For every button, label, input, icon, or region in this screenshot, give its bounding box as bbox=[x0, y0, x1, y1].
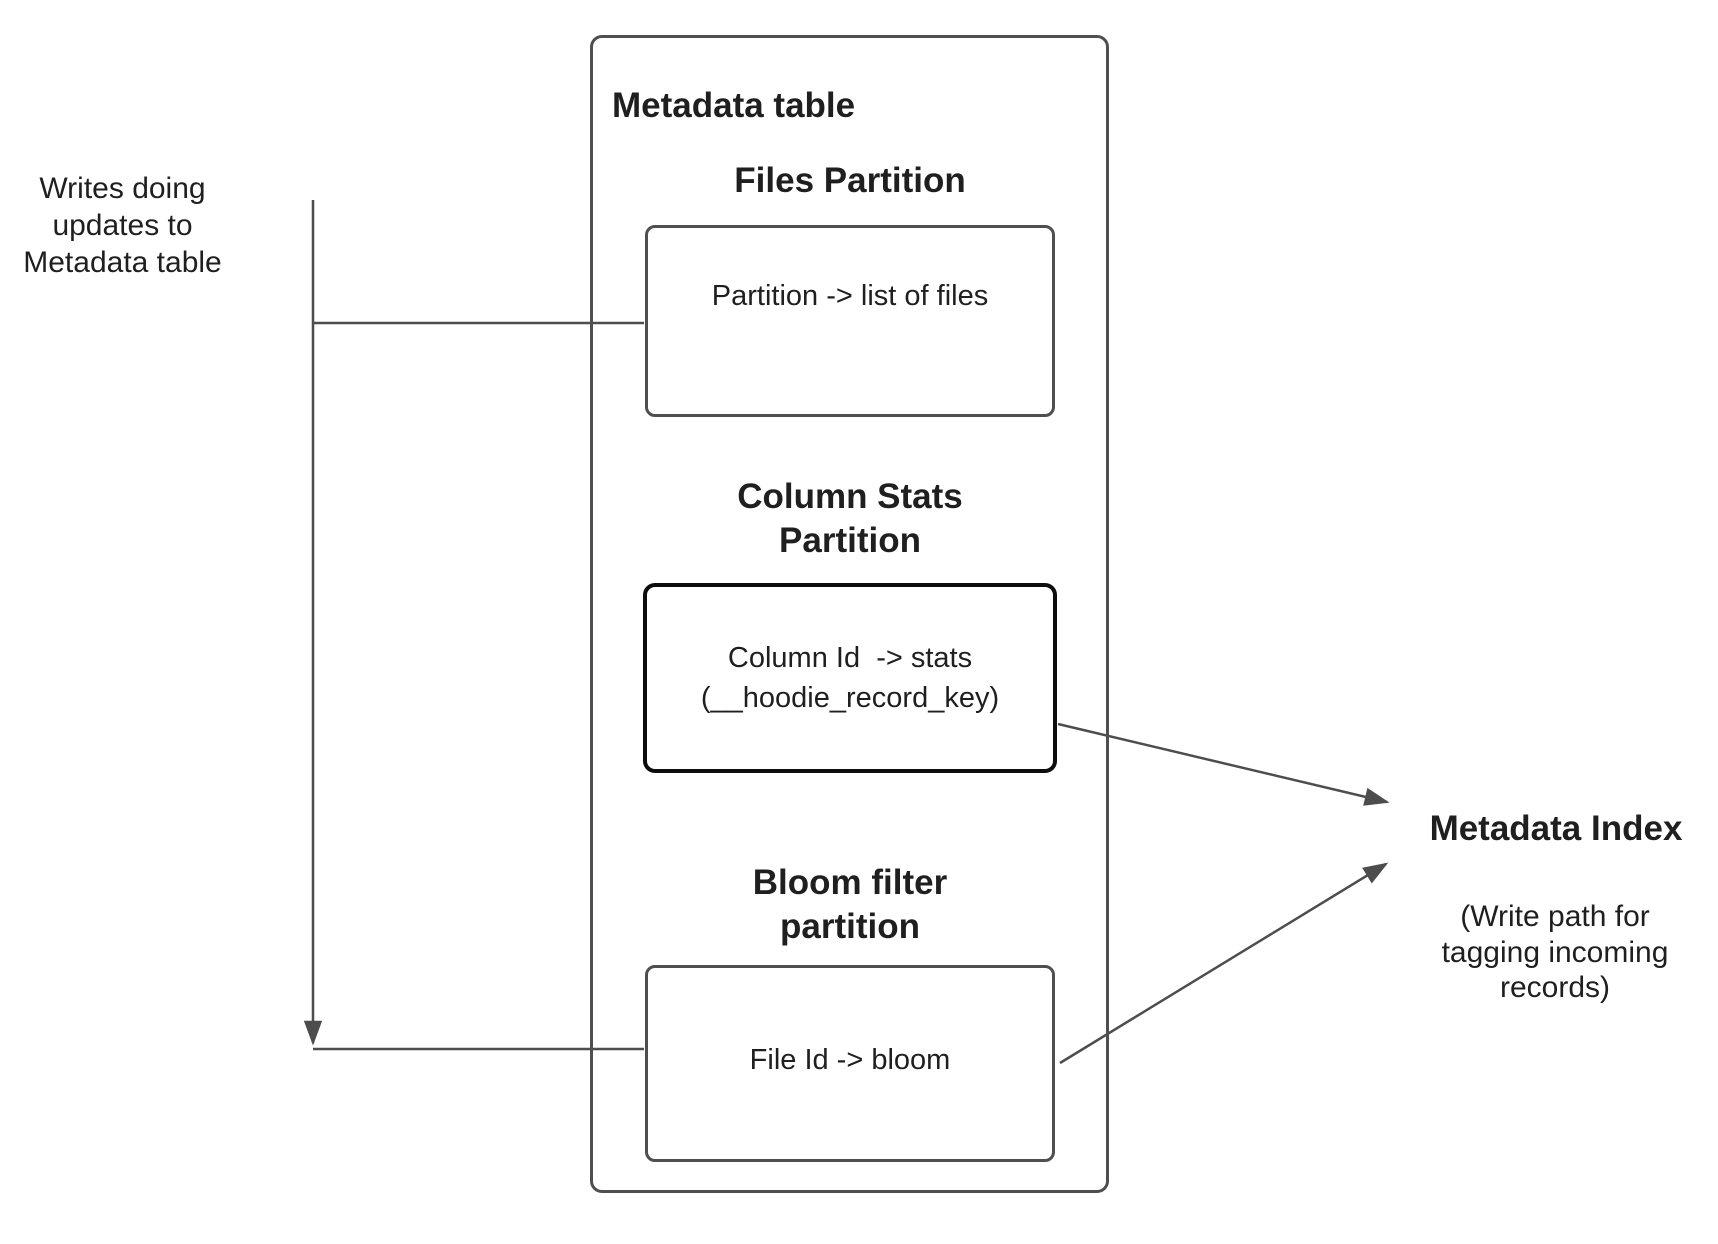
column-stats-partition-box bbox=[643, 583, 1057, 773]
column-stats-partition-heading: Column Stats Partition bbox=[737, 477, 963, 560]
bloom-filter-partition-label: File Id -> bloom bbox=[749, 1044, 951, 1076]
bloom-filter-partition-heading: Bloom filter partition bbox=[752, 863, 948, 946]
files-partition-label: Partition -> list of files bbox=[711, 280, 989, 312]
metadata-index-heading: Metadata Index bbox=[1429, 809, 1683, 848]
files-partition-box bbox=[645, 225, 1055, 417]
metadata-table-container bbox=[590, 35, 1109, 1193]
writes-updates-note: Writes doing updates to Metadata table bbox=[23, 172, 222, 279]
metadata-table-title: Metadata table bbox=[612, 86, 856, 125]
files-partition-heading: Files Partition bbox=[734, 161, 966, 200]
column-stats-partition-label: Column Id -> stats (__hoodie_record_key) bbox=[700, 642, 1000, 714]
metadata-index-subtitle: (Write path for tagging incoming records… bbox=[1441, 900, 1669, 1004]
bloom-filter-partition-box bbox=[645, 965, 1055, 1162]
